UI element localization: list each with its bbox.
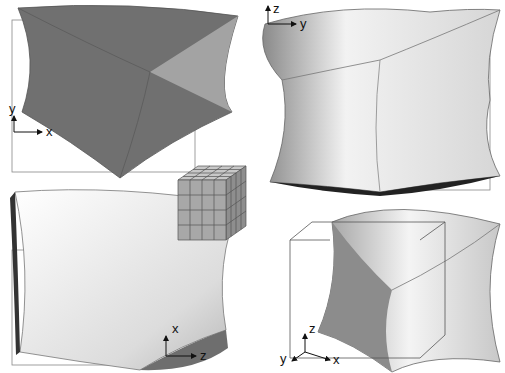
- axis-label: z: [200, 349, 207, 363]
- axis-label: z: [273, 2, 280, 16]
- axis-label: x: [333, 353, 340, 367]
- axis-label: x: [172, 322, 179, 336]
- axis-label: y: [300, 17, 307, 31]
- axis-label: x: [46, 125, 53, 139]
- axis-label: y: [280, 352, 287, 366]
- axis-label: z: [309, 322, 316, 336]
- axis-label: y: [9, 102, 16, 116]
